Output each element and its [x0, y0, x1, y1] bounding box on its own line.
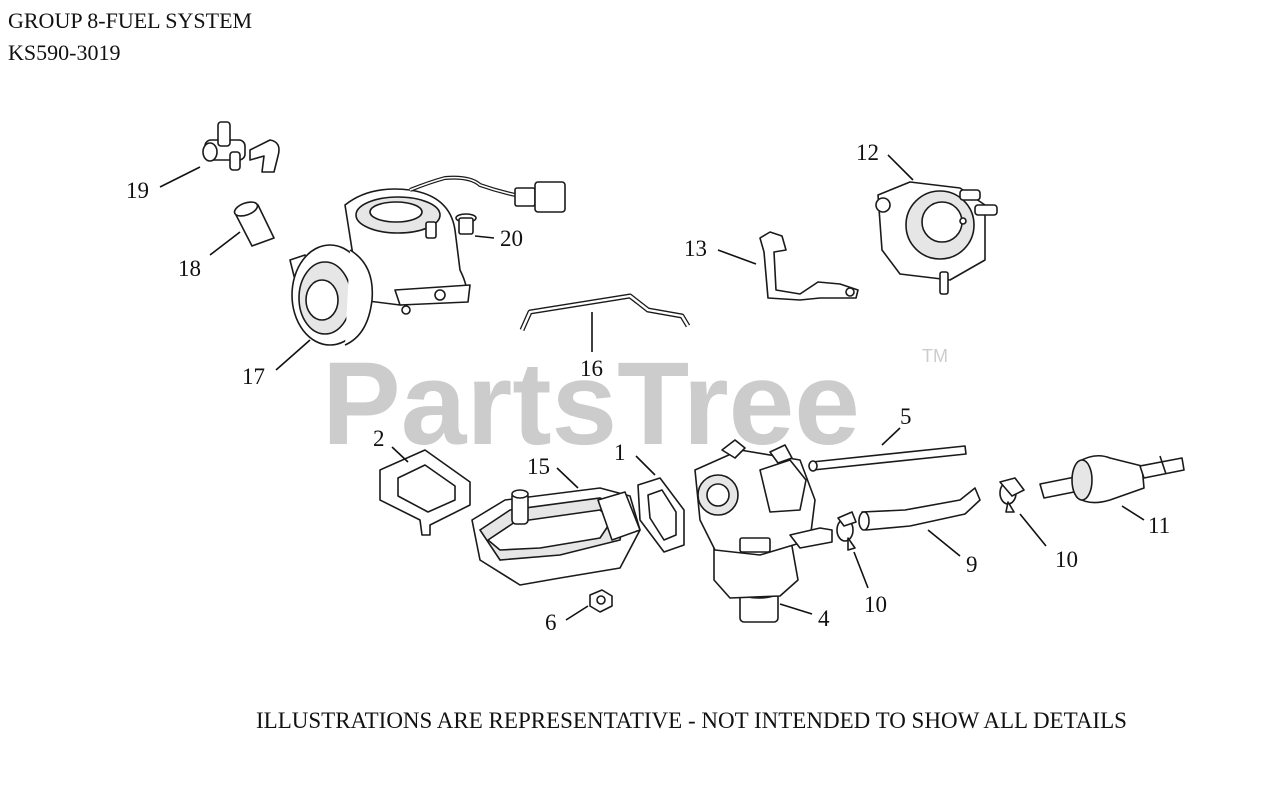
- callout-16[interactable]: 16: [580, 356, 603, 381]
- part-12-fuel-pump[interactable]: [875, 181, 998, 295]
- callout-17[interactable]: 17: [242, 364, 265, 389]
- leader-18: [209, 231, 241, 256]
- callout-4[interactable]: 4: [818, 606, 830, 631]
- leader-10a: [853, 551, 869, 589]
- callout-13[interactable]: 13: [684, 236, 707, 261]
- part-19-valve[interactable]: [202, 121, 280, 173]
- model-number: KS590-3019: [8, 40, 121, 65]
- part-10-clamp-b[interactable]: [999, 477, 1025, 513]
- callout-11[interactable]: 11: [1148, 513, 1170, 538]
- leader-9: [927, 529, 961, 557]
- part-20-screw[interactable]: [455, 213, 477, 235]
- leader-11: [1121, 505, 1145, 521]
- leader-6: [565, 605, 589, 621]
- part-10-clamp-a[interactable]: [836, 511, 857, 551]
- leader-20: [474, 235, 495, 239]
- leader-15: [556, 467, 579, 489]
- callout-6[interactable]: 6: [545, 610, 557, 635]
- leader-4: [779, 603, 813, 615]
- part-11-fuel-filter[interactable]: [1039, 454, 1185, 504]
- callout-2[interactable]: 2: [373, 426, 385, 451]
- part-16-linkage-rod[interactable]: [519, 293, 691, 332]
- part-4-carburetor[interactable]: [694, 439, 833, 623]
- part-13-bracket[interactable]: [759, 231, 859, 301]
- part-5-rod[interactable]: [808, 445, 967, 472]
- leader-13: [717, 249, 757, 265]
- leader-2: [391, 446, 409, 463]
- callout-18[interactable]: 18: [178, 256, 201, 281]
- callout-20[interactable]: 20: [500, 226, 523, 251]
- part-15-intake-elbow[interactable]: [471, 487, 641, 586]
- disclaimer-note: ILLUSTRATIONS ARE REPRESENTATIVE - NOT I…: [256, 708, 1127, 733]
- leader-17: [275, 339, 311, 371]
- part-9-fuel-hose[interactable]: [858, 487, 981, 531]
- leader-10b: [1019, 513, 1047, 547]
- diagram-title: GROUP 8-FUEL SYSTEM: [8, 8, 253, 33]
- watermark-tm: TM: [922, 346, 948, 366]
- part-6-nut[interactable]: [589, 589, 613, 613]
- leader-1: [635, 455, 656, 476]
- callout-10a[interactable]: 10: [864, 592, 887, 617]
- part-1-gasket[interactable]: [637, 477, 685, 553]
- leader-5: [881, 427, 901, 446]
- callout-19[interactable]: 19: [126, 178, 149, 203]
- callout-12[interactable]: 12: [856, 140, 879, 165]
- part-17-fuel-assembly[interactable]: [289, 175, 566, 346]
- callout-5[interactable]: 5: [900, 404, 912, 429]
- leader-19: [159, 166, 201, 188]
- part-2-gasket[interactable]: [379, 449, 471, 536]
- callout-1[interactable]: 1: [614, 440, 626, 465]
- callout-15[interactable]: 15: [527, 454, 550, 479]
- callout-9[interactable]: 9: [966, 552, 978, 577]
- part-18-sleeve[interactable]: [233, 199, 275, 247]
- watermark-text: PartsTree: [322, 338, 860, 470]
- leader-12: [887, 154, 914, 181]
- callout-10b[interactable]: 10: [1055, 547, 1078, 572]
